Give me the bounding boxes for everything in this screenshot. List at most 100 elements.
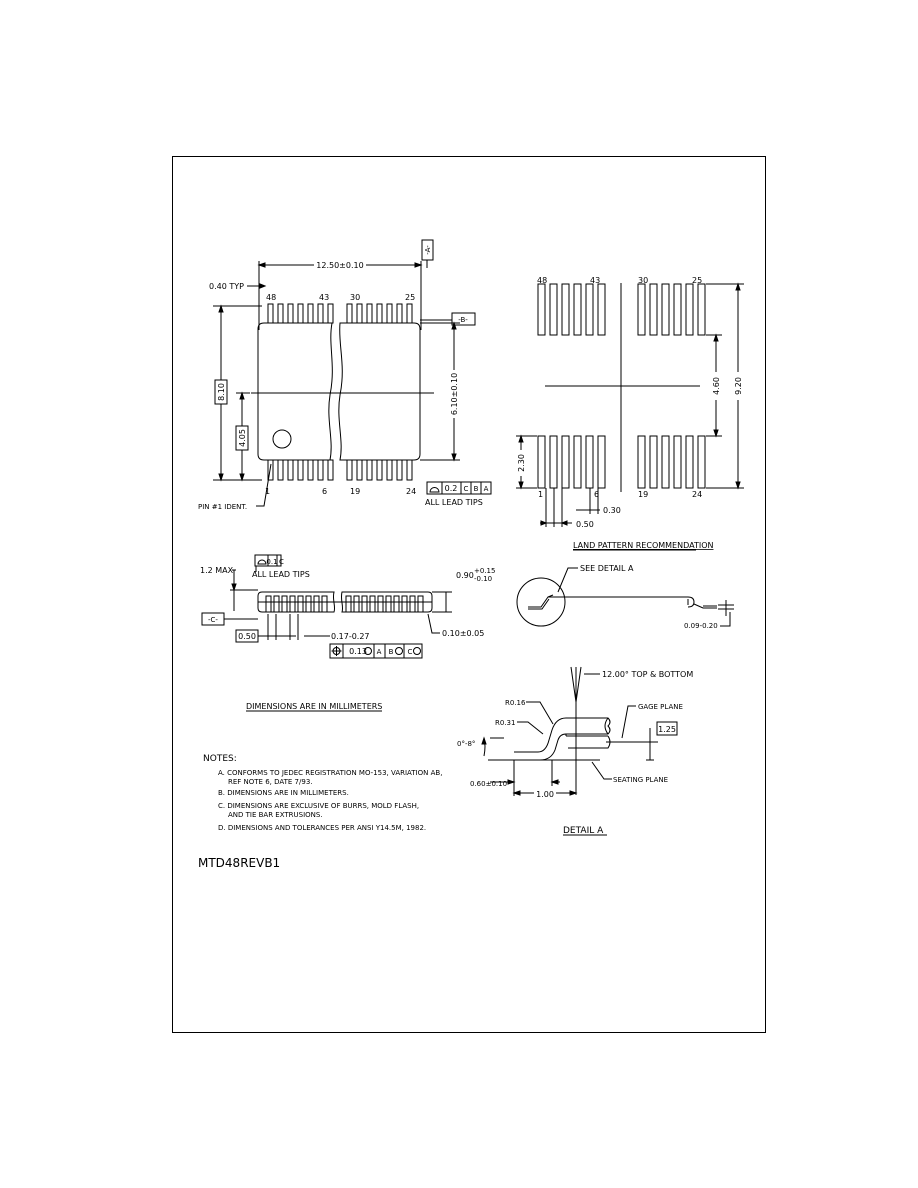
lead: [356, 303, 363, 324]
lp-dim-total: 9.20: [734, 377, 743, 395]
side-view: 0.1 C ALL LEAD TIPS 1.2 MAX 0.90 +0.15 -…: [200, 554, 495, 659]
lp-pin-19: 19: [638, 490, 648, 499]
land-pad: [549, 435, 558, 489]
gage-dim: 1.25: [658, 725, 676, 734]
lead: [327, 303, 334, 324]
pin1-ident-label: PIN #1 IDENT.: [198, 503, 247, 511]
dim-height-total: 8.10: [217, 383, 226, 401]
note-c-line1: C. DIMENSIONS ARE EXCLUSIVE OF BURRS, MO…: [218, 802, 419, 810]
land-pad: [537, 283, 546, 336]
max-height: 1.2 MAX: [200, 566, 234, 575]
side-lead: [305, 595, 312, 613]
land-pads: [537, 283, 706, 489]
side-lead: [321, 595, 328, 613]
gage-dim-box: [656, 721, 678, 736]
land-pad: [573, 283, 582, 336]
lead: [317, 459, 324, 481]
note-c-line2: AND TIE BAR EXTRUSIONS.: [228, 811, 323, 819]
profile-symbol-icon: [429, 487, 440, 493]
pin-43-top: 43: [319, 293, 329, 302]
land-pad: [649, 435, 658, 489]
side-lead: [361, 595, 368, 613]
land-pad: [637, 283, 646, 336]
bottom-leads: [267, 459, 413, 481]
seating-plane: SEATING PLANE: [613, 776, 668, 784]
units-note: DIMENSIONS ARE IN MILLIMETERS: [246, 702, 382, 711]
datum-c-label: -C-: [208, 616, 218, 624]
side-lead: [401, 595, 408, 613]
drawing-frame: [172, 156, 766, 1033]
lead-thickness: 0.09-0.20: [684, 622, 718, 630]
lp-pin-43: 43: [590, 276, 600, 285]
pos-ref-b: B: [389, 648, 394, 656]
land-pattern-title: LAND PATTERN RECOMMENDATION: [573, 541, 713, 550]
land-pad: [685, 435, 694, 489]
notes-heading: NOTES:: [203, 754, 237, 764]
lead: [346, 303, 353, 324]
fcf-ref-a: A: [484, 485, 489, 493]
thickness-plus: +0.15: [474, 567, 495, 575]
lp-dim-pad: 2.30: [517, 454, 526, 472]
land-pad: [537, 435, 546, 489]
land-pad: [685, 283, 694, 336]
pin-1-bottom: 1: [265, 487, 270, 496]
lead-tips-label: ALL LEAD TIPS: [425, 498, 483, 507]
detail-a-circle: [516, 577, 566, 627]
dim-length: 12.50±0.10: [316, 261, 363, 270]
lead: [327, 459, 334, 481]
lp-pin-30: 30: [638, 276, 648, 285]
radius-outer: R0.16: [505, 699, 526, 707]
gage-plane: GAGE PLANE: [638, 703, 683, 711]
note-d: D. DIMENSIONS AND TOLERANCES PER ANSI Y1…: [218, 824, 426, 832]
note-a-line2: REF NOTE 6, DATE 7/93.: [228, 778, 313, 786]
lead: [307, 459, 314, 481]
land-pad: [561, 435, 570, 489]
lead: [396, 303, 403, 324]
lp-dim-width: 0.30: [603, 506, 621, 515]
lead-pitch-label: 0.40 TYP: [209, 282, 244, 291]
lead: [277, 459, 284, 481]
position-fcf: [329, 643, 423, 659]
lead: [287, 459, 294, 481]
land-pad: [597, 435, 606, 489]
fcf-profile: [426, 481, 492, 495]
detail-a-title: DETAIL A: [563, 826, 604, 836]
top-view: -A- 12.50±0.10 0.40 TYP 48 43 30 25 -B-: [198, 239, 492, 511]
land-pad: [585, 283, 594, 336]
side-lead: [297, 595, 304, 613]
lp-pin-25: 25: [692, 276, 702, 285]
lead: [317, 303, 324, 324]
side-lead: [313, 595, 320, 613]
lead: [386, 459, 393, 481]
side-lead: [393, 595, 400, 613]
side-lead: [409, 595, 416, 613]
lead-length: 1.00: [536, 790, 554, 799]
pin-25-top: 25: [405, 293, 415, 302]
datum-b-label: -B-: [458, 316, 468, 324]
side-lead: [417, 595, 424, 613]
datum-b-box: [451, 312, 476, 326]
datum-a-label: -A-: [424, 245, 432, 255]
side-fcf-ref: C: [279, 558, 284, 566]
land-pad: [573, 435, 582, 489]
lead: [376, 303, 383, 324]
pin1-marker: [272, 429, 292, 449]
thickness: 0.90: [456, 571, 474, 580]
body-left-half: [257, 322, 333, 461]
lead: [297, 459, 304, 481]
land-pad: [661, 435, 670, 489]
side-profile-symbol-icon: [257, 559, 267, 565]
lead: [366, 459, 373, 481]
side-lead: [273, 595, 280, 613]
lead: [277, 303, 284, 324]
pin-30-top: 30: [350, 293, 360, 302]
side-lead: [265, 595, 272, 613]
land-pad: [697, 435, 706, 489]
angle-top: 12.00° TOP & BOTTOM: [602, 670, 693, 679]
land-pad: [585, 435, 594, 489]
lead: [346, 459, 353, 481]
standoff: 0.10±0.05: [442, 629, 484, 638]
land-pad: [661, 283, 670, 336]
side-lead: [385, 595, 392, 613]
